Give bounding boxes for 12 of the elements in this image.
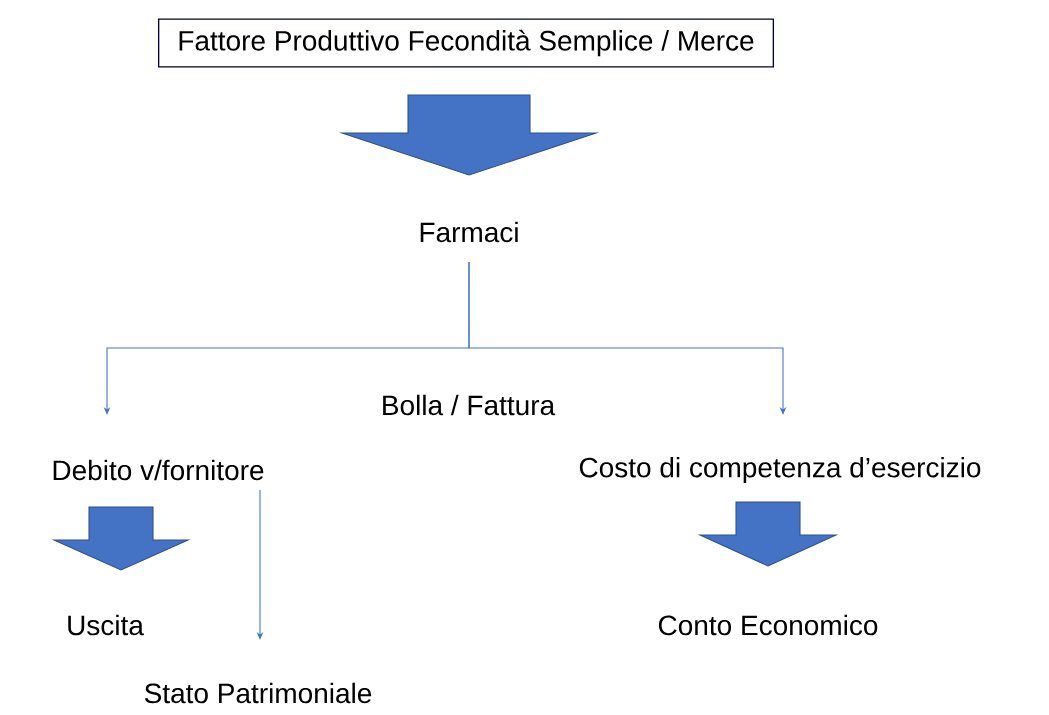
block-arrow: [697, 501, 839, 567]
node-text: Conto Economico: [658, 614, 878, 636]
label-text: Bolla / Fattura: [383, 394, 556, 416]
title-box: Fattore Produttivo Fecondità Semplice / Merce: [158, 18, 775, 68]
node-text: Costo di competenza d’esercizio: [579, 456, 981, 484]
node-text: Farmaci: [420, 221, 518, 243]
block-arrow: [338, 94, 600, 176]
node-text: Debito v/fornitore: [53, 459, 264, 481]
node-text: Uscita: [68, 614, 144, 636]
block-arrow: [51, 506, 191, 571]
arrow: [468, 261, 787, 415]
node-text: Stato Patrimoniale: [144, 682, 372, 704]
